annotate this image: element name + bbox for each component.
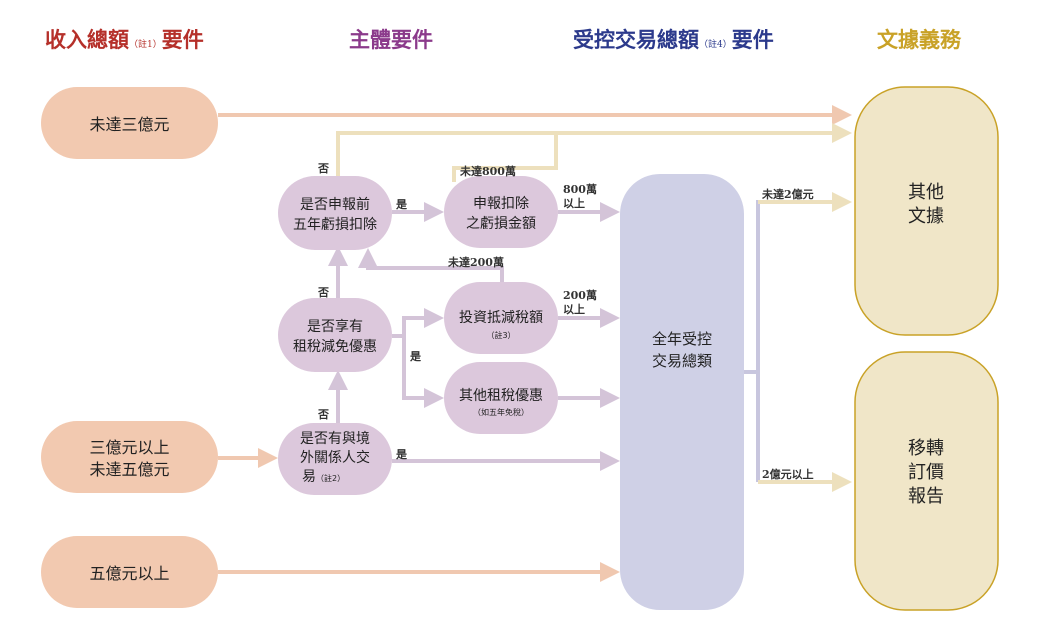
node-loss-amount-line2: 之虧損金額 xyxy=(466,216,536,232)
label-below-200: 未達200萬 xyxy=(447,255,504,269)
node-other-incentive: 其他租稅優惠 （如五年免稅） xyxy=(444,362,558,434)
node-investment-credit: 投資抵減稅額 （註3） xyxy=(444,282,558,354)
header-income-note: （註1） xyxy=(129,38,162,50)
node-investment-credit-line1: 投資抵減稅額 xyxy=(459,309,543,326)
output-tp-report-line2: 訂價 xyxy=(908,462,944,483)
income-node-above-5: 五億元以上 xyxy=(41,536,218,608)
decision-related-note: （註2） xyxy=(316,473,345,483)
income-node-mid-line2: 未達五億元 xyxy=(89,460,169,479)
label-above-2e: 2億元以上 xyxy=(762,467,814,481)
output-other-docs-line1: 其他 xyxy=(908,182,944,203)
decision-related-line3: 易（註2） xyxy=(302,469,345,485)
label-yes-tax: 是 xyxy=(409,350,422,363)
header-entity: 主體要件 xyxy=(349,27,433,52)
label-yes-loss: 是 xyxy=(395,198,408,211)
label-no-loss: 否 xyxy=(317,162,329,175)
decision-loss-line2: 五年虧損扣除 xyxy=(293,217,377,233)
arrow-total-split xyxy=(744,200,760,374)
decision-tax-line1: 是否享有 xyxy=(307,318,363,335)
node-other-incentive-note: （如五年免稅） xyxy=(473,407,529,417)
header-income-suffix: 要件 xyxy=(162,27,204,52)
income-node-above-5-label: 五億元以上 xyxy=(89,564,169,583)
header-income-main: 收入總額 xyxy=(45,27,129,52)
label-200-line2: 以上 xyxy=(563,302,585,316)
arrow-tax-yes-to-other xyxy=(402,336,444,408)
output-other-docs: 其他 文據 xyxy=(854,86,999,336)
arrow-below800-up xyxy=(452,133,558,182)
decision-related-line1: 是否有與境 xyxy=(300,431,370,447)
output-other-docs-line2: 文據 xyxy=(908,206,944,227)
header-doc: 文據義務 xyxy=(877,27,962,52)
label-yes-related: 是 xyxy=(395,448,408,461)
decision-tax-line2: 租稅減免優惠 xyxy=(293,338,377,355)
income-node-mid-line1: 三億元以上 xyxy=(89,438,169,457)
decision-loss-declaration: 是否申報前 五年虧損扣除 xyxy=(278,176,392,250)
decision-tax-incentive: 是否享有 租稅減免優惠 xyxy=(278,298,392,372)
node-total-controlled: 全年受控 交易總類 xyxy=(620,174,744,610)
node-total-line1: 全年受控 xyxy=(652,330,712,348)
output-tp-report-line3: 報告 xyxy=(908,486,944,507)
decision-related-line3-text: 易 xyxy=(302,469,316,485)
income-node-below-3-label: 未達三億元 xyxy=(89,115,169,134)
arrow-below200-back xyxy=(358,248,504,282)
arrow-tax-yes-to-credit xyxy=(392,308,444,338)
income-node-below-3: 未達三億元 xyxy=(41,87,218,159)
label-no-tax: 否 xyxy=(317,286,329,299)
header-income: 收入總額（註1）要件 xyxy=(45,27,204,52)
label-800-line1: 800萬 xyxy=(563,182,597,196)
decision-loss-line1: 是否申報前 xyxy=(300,196,370,213)
income-node-mid: 三億元以上 未達五億元 xyxy=(41,421,218,493)
decision-related-party: 是否有與境 外關係人交 易（註2） xyxy=(278,423,392,495)
label-no-related: 否 xyxy=(317,408,329,421)
output-tp-report: 移轉 訂價 報告 xyxy=(854,351,999,611)
header-controlled-suffix: 要件 xyxy=(732,27,774,52)
arrow-loss-no-to-docs xyxy=(336,123,852,176)
node-loss-amount: 申報扣除 之虧損金額 xyxy=(444,176,558,248)
node-investment-credit-note: （註3） xyxy=(486,330,515,340)
node-total-line2: 交易總類 xyxy=(652,352,712,370)
label-200-line1: 200萬 xyxy=(563,288,597,302)
header-controlled-note: （註4） xyxy=(699,38,732,50)
header-controlled-main: 受控交易總額 xyxy=(573,27,699,52)
label-below-2e: 未達2億元 xyxy=(761,187,814,201)
label-800-line2: 以上 xyxy=(563,196,585,210)
node-other-incentive-line1: 其他租稅優惠 xyxy=(459,388,543,404)
node-loss-amount-line1: 申報扣除 xyxy=(473,196,529,212)
label-below-800: 未達800萬 xyxy=(459,164,516,178)
decision-related-line2: 外關係人交 xyxy=(300,449,370,466)
output-tp-report-line1: 移轉 xyxy=(908,438,944,459)
header-controlled: 受控交易總額（註4）要件 xyxy=(573,27,774,52)
